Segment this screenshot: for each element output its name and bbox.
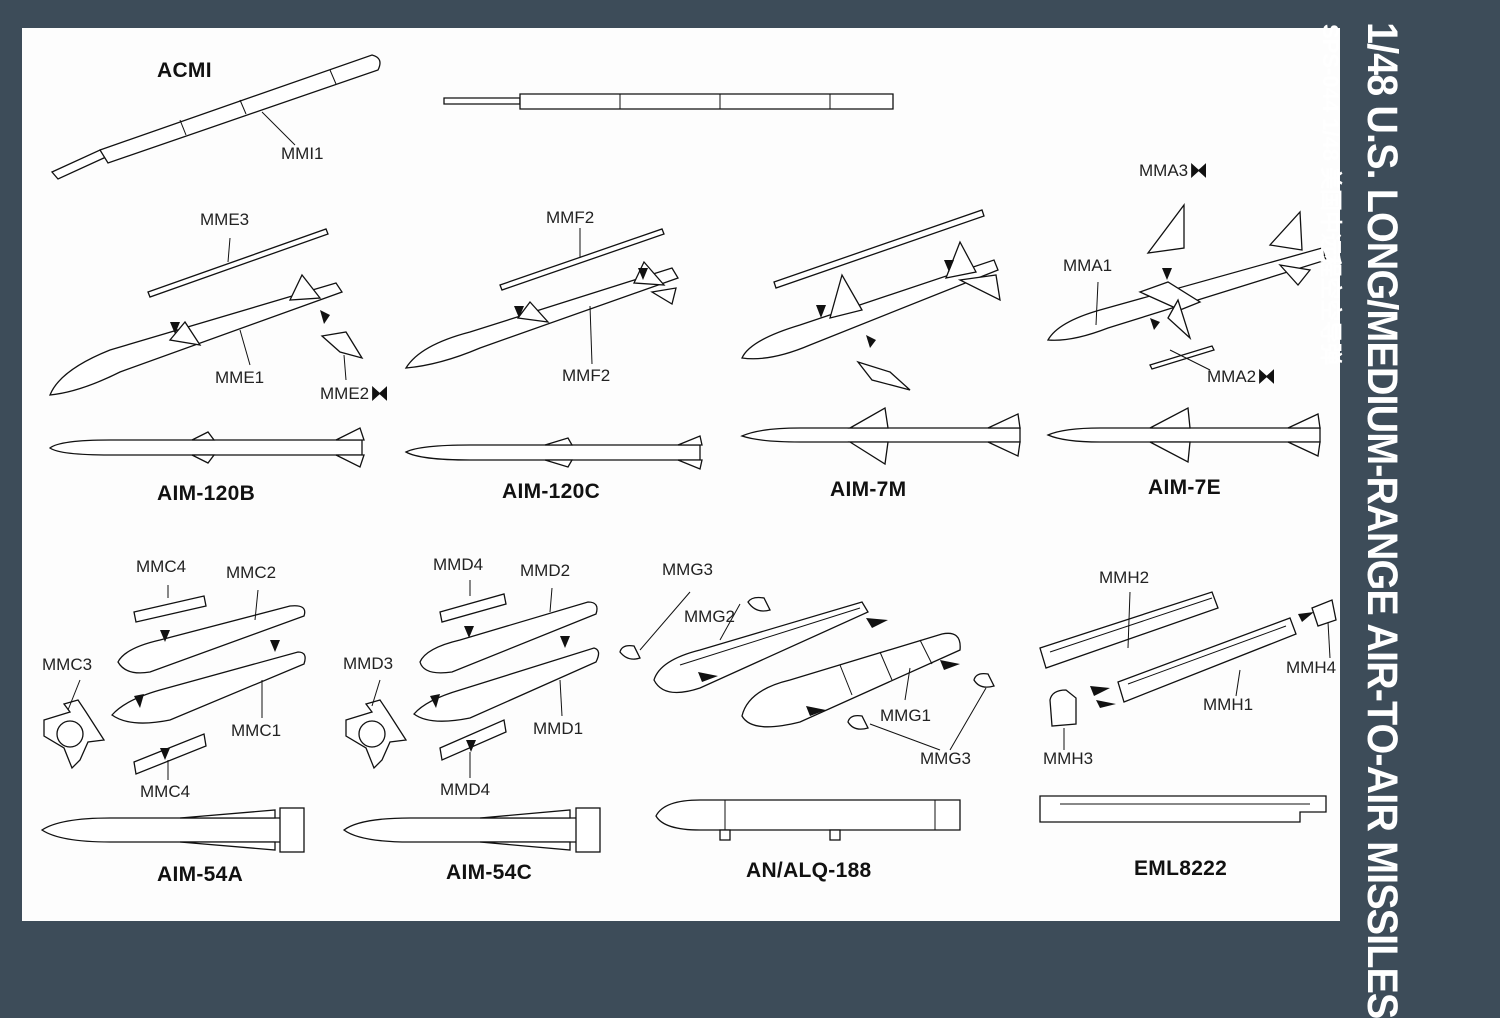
part-code: MME3 bbox=[200, 210, 250, 229]
part-code: MMH3 bbox=[1043, 749, 1094, 768]
part-code: MMD4 bbox=[440, 780, 491, 799]
acmi-pod-drawing bbox=[50, 54, 894, 180]
title-aim-120b: AIM-120B bbox=[157, 482, 256, 505]
part-code: MMA2 bbox=[1207, 367, 1275, 387]
optional-part-icon bbox=[1259, 369, 1275, 384]
instruction-sheet bbox=[22, 28, 1340, 921]
optional-part-icon bbox=[372, 386, 388, 401]
aim-54a-drawing bbox=[40, 585, 306, 853]
title-aim-54a: AIM-54A bbox=[157, 863, 244, 886]
optional-part-icon bbox=[1191, 163, 1207, 178]
aim-120b-drawing bbox=[48, 228, 365, 468]
title-an-alq-188: AN/ALQ-188 bbox=[746, 859, 872, 882]
title-aim-7m: AIM-7M bbox=[830, 478, 907, 501]
part-code: MMG3 bbox=[920, 749, 971, 768]
title-aim-120c: AIM-120C bbox=[502, 480, 601, 503]
part-code: MME2 bbox=[320, 384, 388, 404]
title-acmi: ACMI bbox=[157, 59, 212, 82]
part-code: MMC2 bbox=[226, 563, 277, 582]
part-code: MMC4 bbox=[140, 782, 191, 801]
eml8222-drawing bbox=[1039, 591, 1337, 823]
part-code: MME1 bbox=[215, 368, 265, 387]
part-code: MMF2 bbox=[562, 366, 611, 385]
part-code: MMC4 bbox=[136, 557, 187, 576]
part-code: MMG2 bbox=[684, 607, 735, 626]
part-code: MMG3 bbox=[662, 560, 713, 579]
title-aim-54c: AIM-54C bbox=[446, 861, 533, 884]
side-title-main: 1/48 U.S. LONG/MEDIUM-RANGE AIR-TO-AIR M… bbox=[1358, 22, 1406, 1018]
part-code: MMH2 bbox=[1099, 568, 1150, 587]
aim-54c-drawing bbox=[342, 580, 601, 853]
an-alq-188-drawing bbox=[619, 591, 995, 841]
title-eml8222: EML8222 bbox=[1134, 857, 1228, 880]
part-code: MMD1 bbox=[533, 719, 584, 738]
part-code: MMF2 bbox=[546, 208, 595, 227]
part-code: MMG1 bbox=[880, 706, 931, 725]
part-code: MMC3 bbox=[42, 655, 93, 674]
aim-120c-drawing bbox=[404, 228, 703, 470]
part-code: MMA3 bbox=[1139, 161, 1207, 181]
part-code: MMD2 bbox=[520, 561, 571, 580]
part-code: MMH1 bbox=[1203, 695, 1254, 714]
part-code: MMD3 bbox=[343, 654, 394, 673]
part-code: MMC1 bbox=[231, 721, 282, 740]
part-code: MMI1 bbox=[281, 144, 324, 163]
side-title-sub: SPS-044 1/48 美国中远程空空导弹 bbox=[1318, 24, 1343, 366]
part-code: MMA1 bbox=[1063, 256, 1113, 275]
aim-7m-drawing bbox=[740, 209, 1021, 466]
part-code: MMH4 bbox=[1286, 658, 1337, 677]
title-aim-7e: AIM-7E bbox=[1148, 476, 1221, 499]
aim-7e-drawing bbox=[1046, 203, 1327, 464]
part-code: MMD4 bbox=[433, 555, 484, 574]
missile-drawings bbox=[40, 54, 1337, 853]
